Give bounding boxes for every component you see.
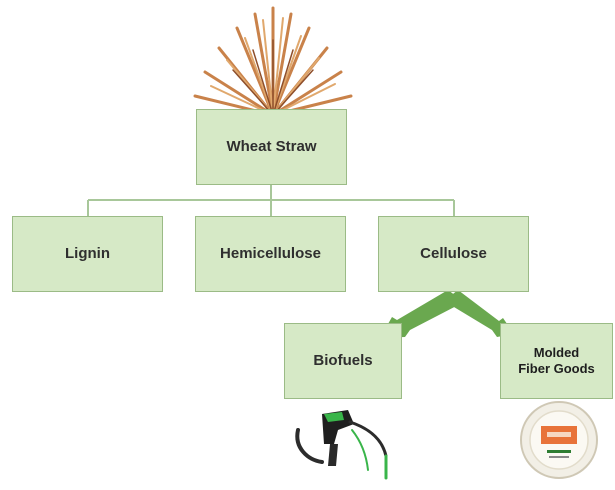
node-hemicellulose: Hemicellulose (195, 216, 346, 292)
fuel-pump-nozzle-icon (290, 400, 400, 482)
wheat-straw-illustration (183, 0, 363, 120)
node-biofuels: Biofuels (284, 323, 402, 399)
node-lignin: Lignin (12, 216, 163, 292)
node-cellulose: Cellulose (378, 216, 529, 292)
node-molded-fiber-goods: Molded Fiber Goods (500, 323, 613, 399)
fiber-plate-icon (519, 400, 599, 480)
node-wheat-straw: Wheat Straw (196, 109, 347, 185)
